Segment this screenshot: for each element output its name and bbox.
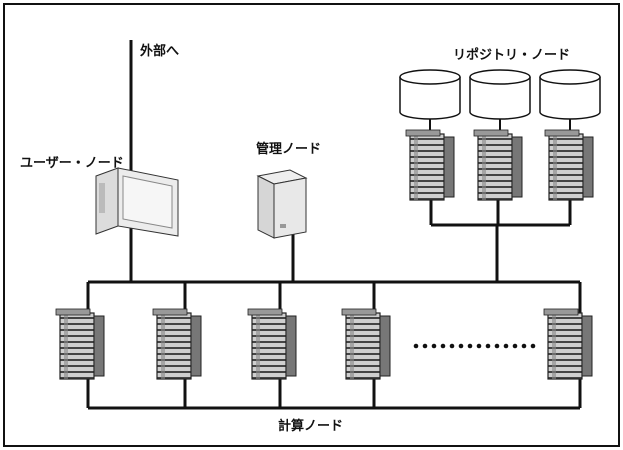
compute-server-4 bbox=[342, 309, 390, 379]
repository-disk-3 bbox=[540, 70, 600, 119]
compute-server-3 bbox=[248, 309, 296, 379]
management-server bbox=[258, 170, 306, 238]
repository-server-2 bbox=[474, 130, 522, 200]
repository-node-label: リポジトリ・ノード bbox=[453, 44, 570, 63]
repository-server-1 bbox=[406, 130, 454, 200]
compute-node-label: 計算ノード bbox=[278, 415, 343, 434]
ellipsis-dots bbox=[414, 344, 536, 349]
repository-server-3 bbox=[545, 130, 593, 200]
user-node-label: ユーザー・ノード bbox=[20, 152, 124, 171]
compute-server-1 bbox=[56, 309, 104, 379]
management-node-label: 管理ノード bbox=[256, 138, 321, 157]
compute-server-2 bbox=[153, 309, 201, 379]
external-label: 外部へ bbox=[140, 40, 179, 59]
repository-disk-2 bbox=[470, 70, 530, 119]
compute-server-5 bbox=[544, 309, 592, 379]
user-workstation bbox=[96, 168, 178, 236]
repository-disk-1 bbox=[400, 70, 460, 119]
